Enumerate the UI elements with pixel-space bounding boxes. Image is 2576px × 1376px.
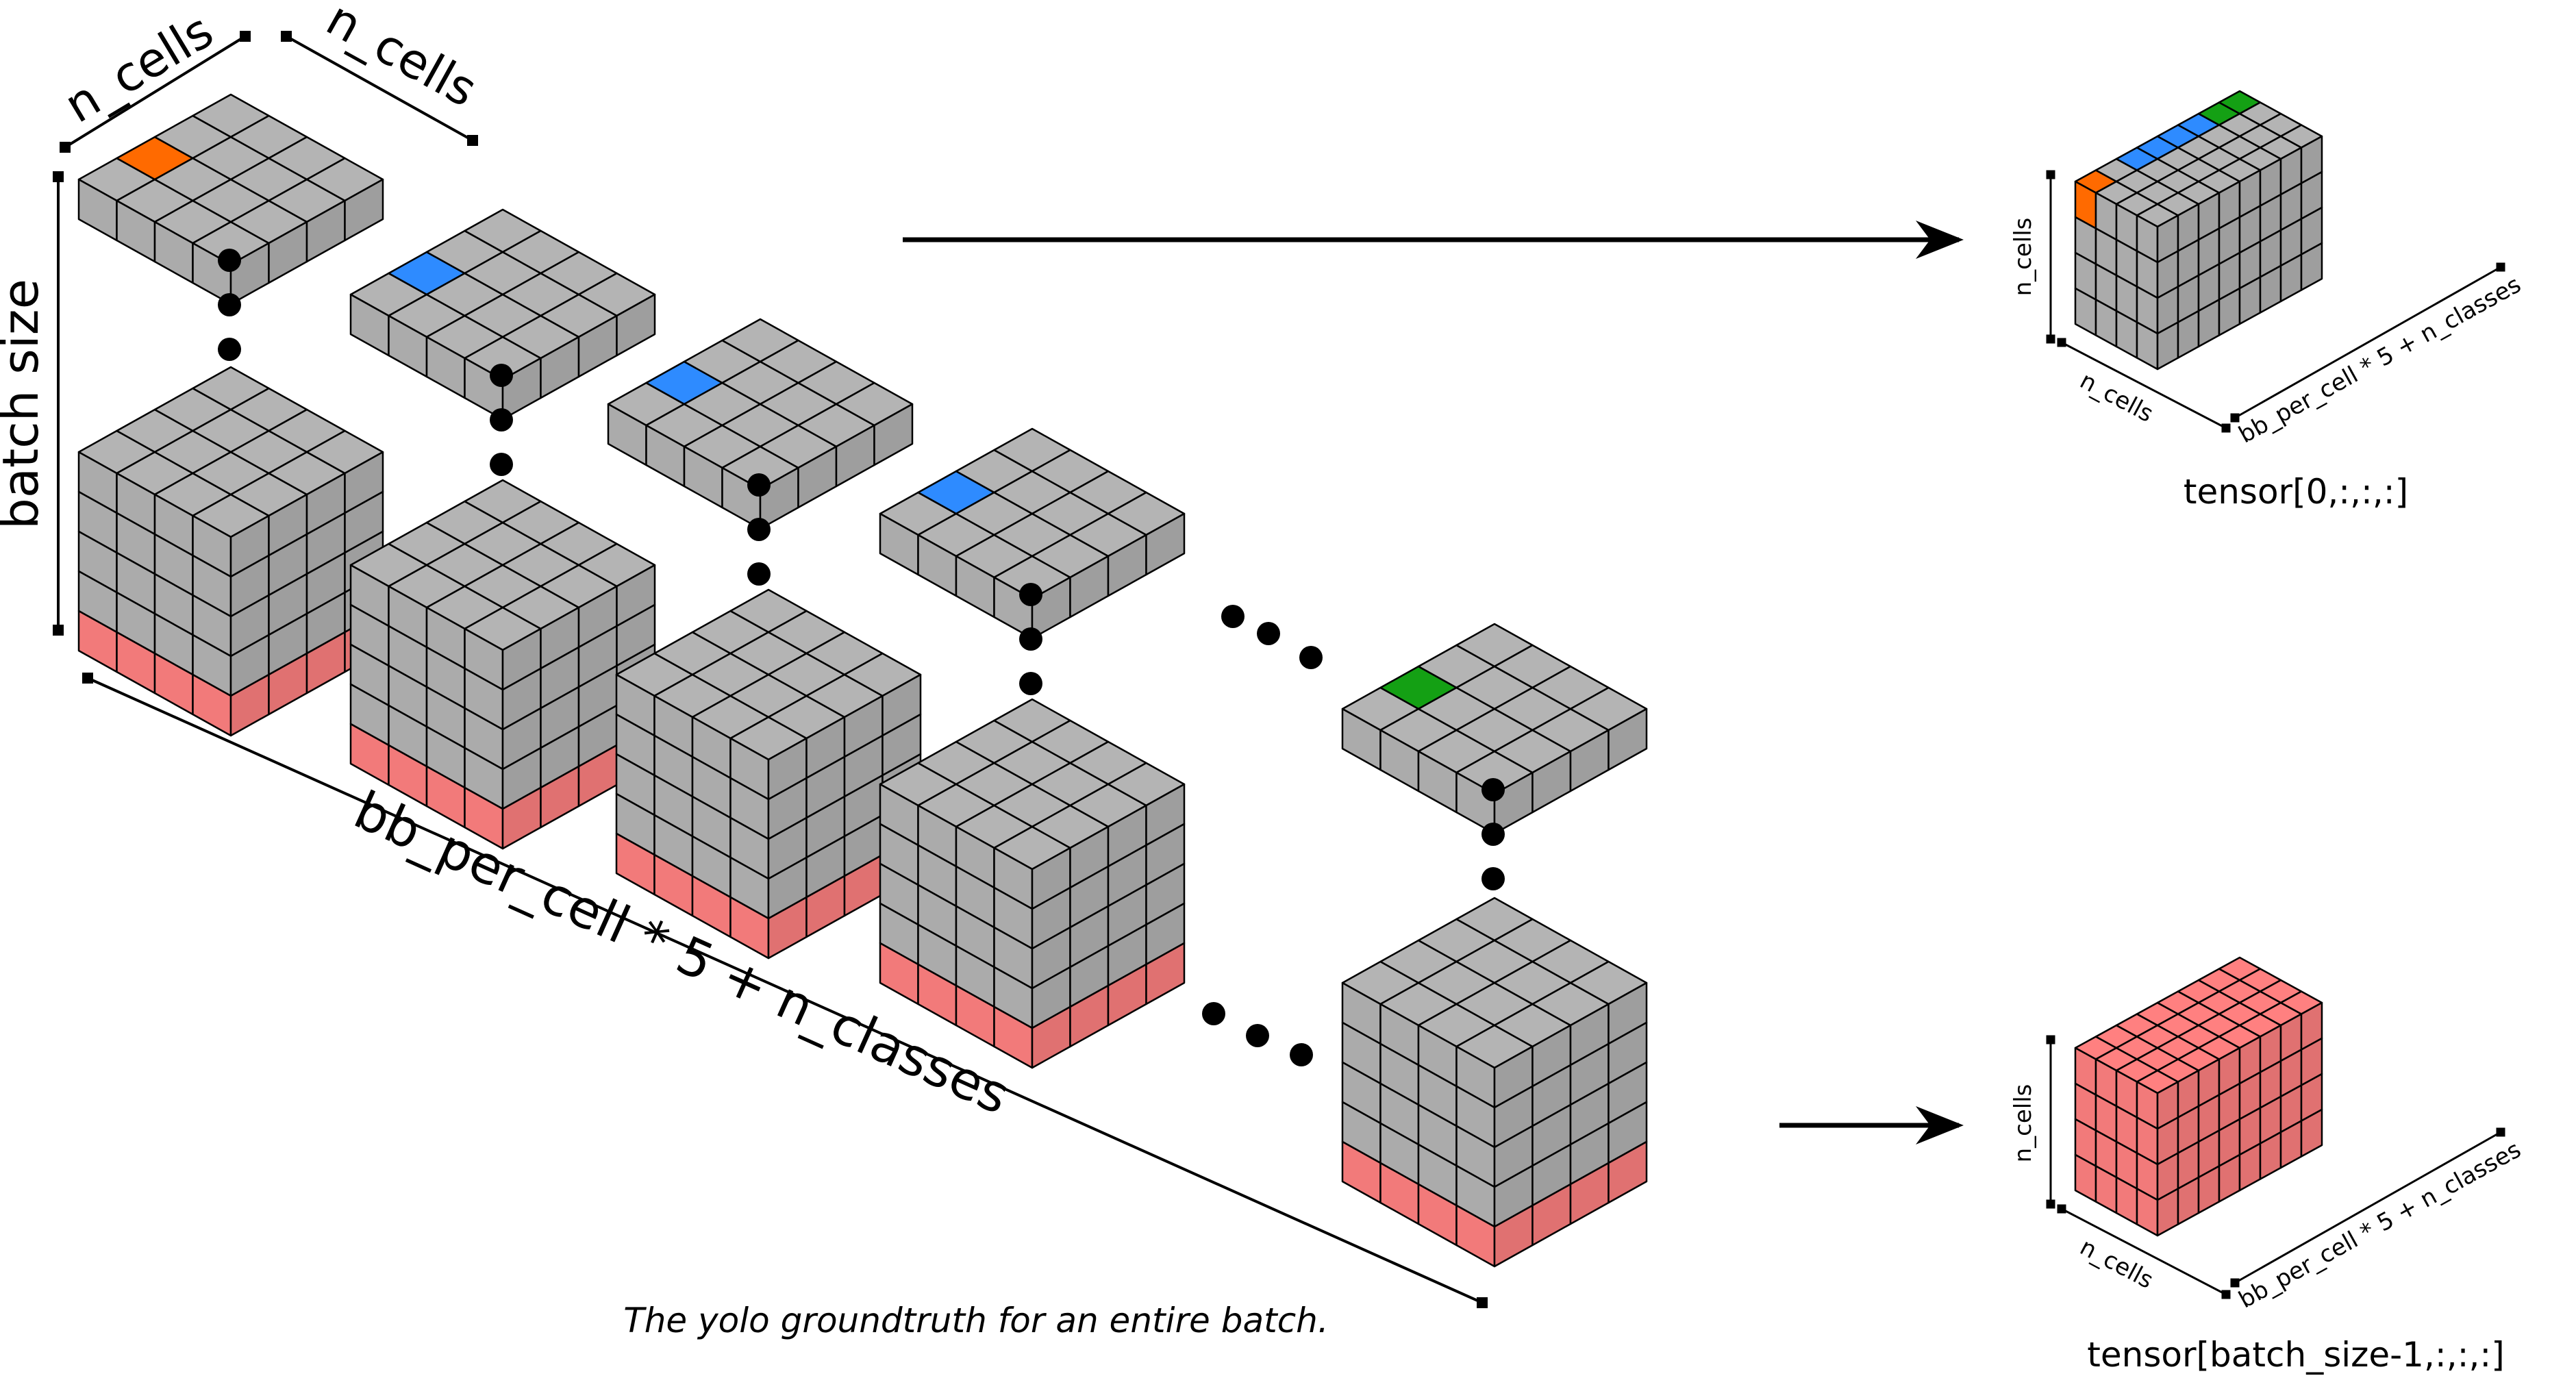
floating-slice: [77, 93, 384, 305]
floating-slice: [349, 208, 656, 421]
n-cells-dimension-line-a: [64, 35, 247, 149]
ellipsis-dot: [747, 473, 771, 497]
ellipsis-dot: [1019, 583, 1042, 606]
tensor-first-caption: tensor[0,:,:,:]: [2184, 472, 2408, 512]
ellipsis-dot: [747, 518, 771, 541]
left-face: [1341, 981, 1496, 1268]
ellipsis-dot: [1299, 646, 1323, 669]
right-face: [759, 403, 914, 530]
batch-stack: [879, 698, 1186, 1069]
ellipsis-dot: [1481, 867, 1505, 890]
side-cell: [1145, 942, 1186, 1005]
batch-stack: [1341, 897, 1648, 1268]
dim-end-marker: [281, 31, 292, 42]
right-face: [1493, 708, 1648, 835]
slice-column-4: [879, 427, 1186, 1069]
left-face: [615, 673, 770, 960]
ellipsis-dot: [490, 364, 513, 387]
batch-stack: [77, 366, 384, 737]
ellipsis-dot: [1221, 605, 1245, 628]
ellipsis-dot: [1246, 1024, 1269, 1047]
left-face: [77, 178, 232, 305]
ellipsis-dot: [490, 453, 513, 476]
right-face: [1493, 981, 1648, 1268]
left-face: [77, 451, 232, 737]
caption: The yolo groundtruth for an entire batch…: [623, 1301, 1329, 1340]
ellipsis-dot: [1019, 627, 1042, 651]
slice-column-1: [77, 93, 384, 737]
floating-slice: [879, 427, 1186, 640]
ellipsis-dot: [1481, 823, 1505, 846]
side-cell: [873, 403, 914, 466]
ellipsis-dot: [1202, 1002, 1225, 1025]
tensor-first-slice: [2074, 90, 2323, 371]
right-face: [501, 293, 656, 421]
side-cell: [2300, 242, 2323, 291]
tensor-first-height-label: n_cells: [2010, 218, 2037, 297]
ellipsis-dot: [1019, 672, 1042, 695]
dim-end-marker: [1477, 1297, 1488, 1308]
right-face: [501, 564, 656, 850]
dim-end-marker: [60, 142, 71, 153]
tensor-last-slice: [2074, 956, 2323, 1237]
left-face: [607, 403, 762, 530]
front-face: [2074, 180, 2159, 371]
dim-end-marker: [467, 135, 478, 146]
ellipsis-dot: [490, 408, 513, 431]
ellipsis-dot: [1481, 778, 1505, 801]
side-cell: [1145, 512, 1186, 576]
slice-column-3: [607, 318, 922, 960]
dimension-lines: [53, 31, 1488, 1308]
floating-slice: [607, 318, 914, 530]
tensor-first-width-label: n_cells: [2075, 367, 2158, 428]
depth-dimension-line: [87, 677, 1483, 1304]
floating-slice: [1341, 623, 1648, 835]
left-face: [349, 293, 504, 421]
left-face: [1341, 708, 1496, 835]
batch-size-label: batch size: [0, 279, 49, 529]
dim-end-marker: [53, 625, 64, 636]
right-face: [2156, 1001, 2323, 1237]
side-cell: [1608, 708, 1648, 771]
tensor-first-dimension-lines: [2046, 170, 2505, 433]
side-cell: [616, 293, 656, 357]
slice-column-2: [349, 208, 656, 850]
dim-end-marker: [240, 31, 251, 42]
ellipsis-dot: [218, 338, 241, 361]
dim-end-marker: [82, 673, 93, 684]
front-face: [2074, 1047, 2159, 1237]
right-face: [229, 178, 384, 305]
tensor-last-height-label: n_cells: [2010, 1084, 2037, 1163]
right-face: [2156, 135, 2323, 371]
side-cell: [344, 178, 384, 242]
left-face: [349, 564, 504, 850]
tensor-last-width-label: n_cells: [2075, 1234, 2158, 1294]
slice-column-5: [1341, 623, 1648, 1268]
right-face: [1031, 512, 1186, 640]
side-cell: [2300, 1108, 2323, 1158]
ellipsis-dot: [1257, 622, 1280, 645]
batch-stack: [349, 479, 656, 850]
top-face: [607, 318, 914, 490]
cube-drawings: [77, 90, 2323, 1268]
top-face: [2074, 956, 2323, 1094]
batch-stack: [615, 588, 922, 960]
tensor-last-caption: tensor[batch_size-1,:,:,:]: [2087, 1335, 2504, 1375]
ellipsis-dot: [218, 293, 241, 316]
n-cells-dimension-line-b: [286, 35, 473, 142]
right-face: [1031, 783, 1186, 1069]
left-face: [879, 783, 1034, 1069]
ellipsis-dot: [218, 249, 241, 272]
side-cell: [1608, 1140, 1648, 1204]
tensor-last-dimension-lines: [2046, 1035, 2505, 1299]
ellipsis-dot: [747, 562, 771, 586]
dim-end-marker: [53, 171, 64, 182]
ellipsis-dot: [1290, 1043, 1313, 1066]
